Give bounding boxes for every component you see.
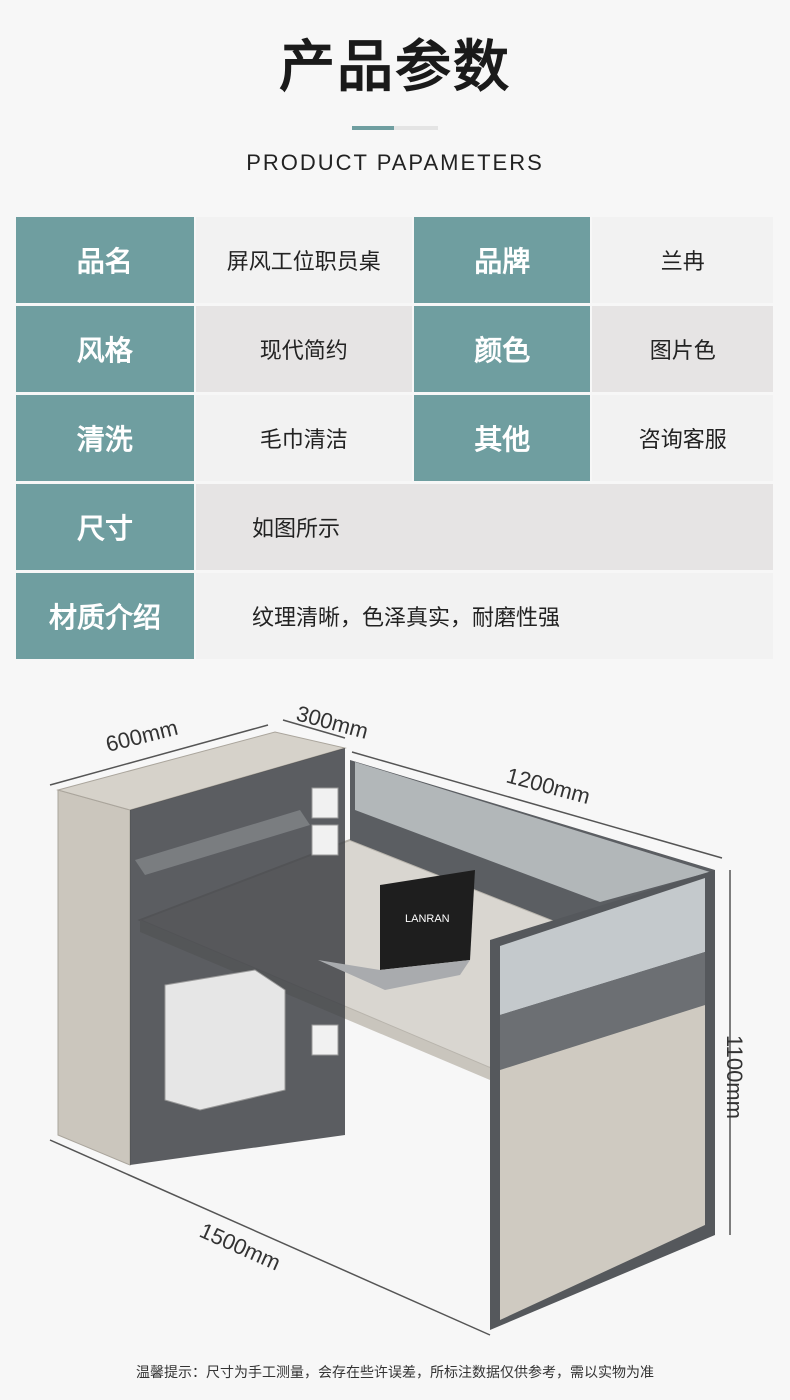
title-divider-accent (352, 126, 394, 130)
front-wood-panel (500, 1005, 705, 1320)
title-divider (352, 126, 438, 130)
dim-label-length: 1500mm (196, 1218, 284, 1276)
computer-tower (164, 969, 286, 1111)
param-label: 尺寸 (16, 484, 194, 570)
param-row: 材质介绍 纹理清晰，色泽真实，耐磨性强 (16, 573, 773, 659)
dim-label-depth: 600mm (103, 715, 180, 757)
socket-panel (311, 787, 339, 819)
dim-line-length (49, 1139, 491, 1336)
cabinet-side (57, 789, 131, 1166)
param-value: 毛巾清洁 (195, 395, 412, 481)
dim-label-cabinet: 300mm (294, 701, 371, 744)
param-label: 材质介绍 (16, 573, 194, 659)
param-row: 风格 现代简约 颜色 图片色 (16, 306, 773, 392)
cabinet-shelf (135, 810, 310, 875)
param-value: 屏风工位职员桌 (195, 217, 412, 303)
laptop-base (318, 960, 470, 990)
param-value: 兰冉 (592, 217, 773, 303)
socket-panel (311, 1024, 339, 1056)
laptop-brand-label: LANRAN (405, 913, 450, 925)
param-row: 清洗 毛巾清洁 其他 咨询客服 (16, 395, 773, 481)
param-value: 咨询客服 (592, 395, 773, 481)
param-value: 现代简约 (195, 306, 412, 392)
parameter-table: 品名 屏风工位职员桌 品牌 兰冉 风格 现代简约 颜色 图片色 清洗 毛巾清洁 … (16, 217, 773, 662)
param-value: 纹理清晰，色泽真实，耐磨性强 (196, 573, 773, 659)
dim-label-height: 1100mm (722, 1035, 747, 1119)
page-subtitle: PRODUCT PAPAMETERS (246, 150, 544, 175)
dim-line-side (351, 751, 723, 859)
laptop-screen (380, 870, 475, 970)
param-value: 图片色 (592, 306, 773, 392)
front-dark-band (500, 952, 705, 1070)
param-value: 如图所示 (196, 484, 773, 570)
socket-panel (311, 824, 339, 856)
param-label: 清洗 (16, 395, 194, 481)
dim-line-cabinet (282, 719, 346, 739)
front-glass-panel (500, 878, 705, 1015)
param-label: 其他 (413, 395, 591, 481)
param-label: 品名 (16, 217, 194, 303)
param-row: 品名 屏风工位职员桌 品牌 兰冉 (16, 217, 773, 303)
dim-line-depth (49, 724, 269, 786)
page-title: 产品参数 (279, 35, 511, 100)
dim-label-side: 1200mm (504, 763, 593, 809)
disclaimer-note: 温馨提示：尺寸为手工测量，会存在些许误差，所标注数据仅供参考，需以实物为准 (136, 1365, 654, 1381)
desk-dimension-diagram: LANRAN 600mm 300mm 1200mm 1100mm 1500mm (49, 701, 747, 1336)
param-label: 品牌 (413, 217, 591, 303)
back-glass-panel (355, 762, 710, 902)
param-label: 风格 (16, 306, 194, 392)
param-label: 颜色 (413, 306, 591, 392)
param-row: 尺寸 如图所示 (16, 484, 773, 570)
